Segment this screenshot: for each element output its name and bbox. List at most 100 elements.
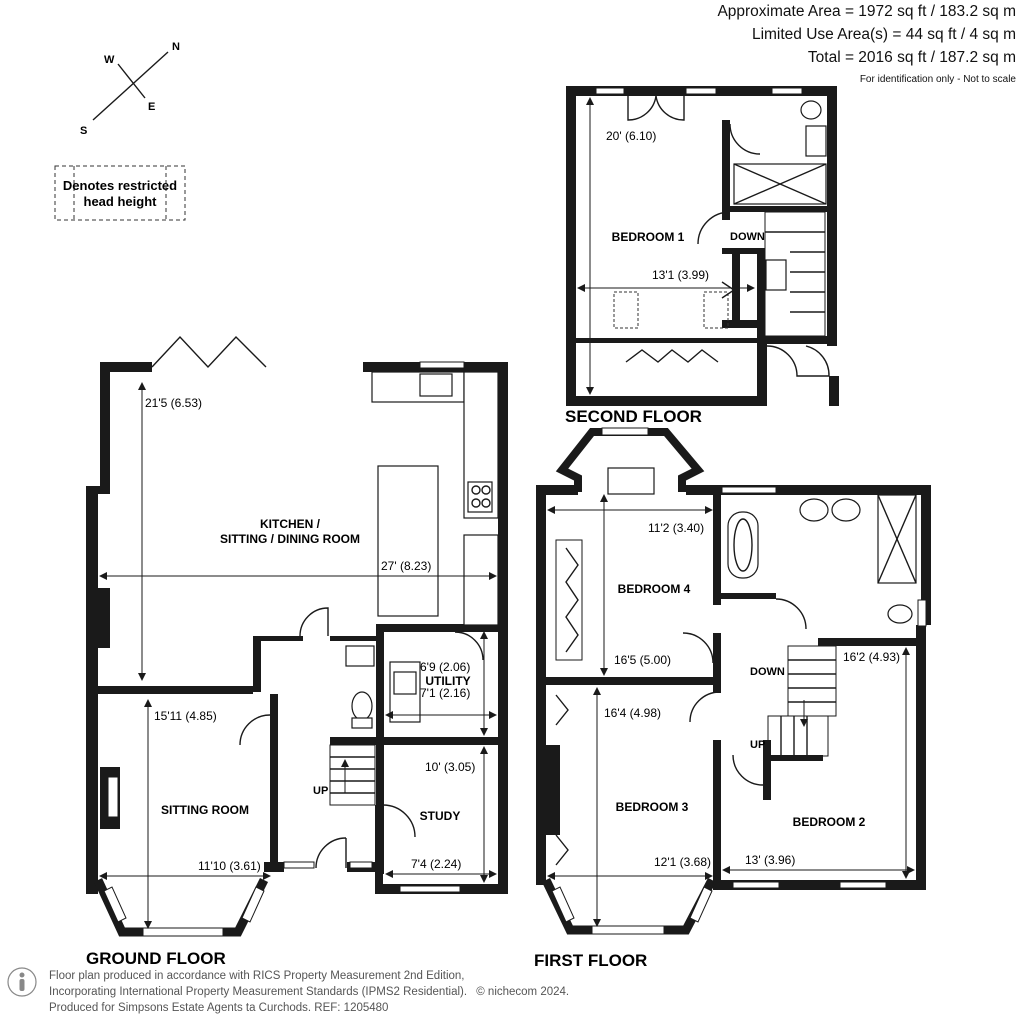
wall [722,320,757,328]
bed1-height-dim: 20' (6.10) [606,129,656,143]
bathtub [727,511,759,579]
basin [831,498,861,522]
wall [722,120,730,220]
wall [253,636,303,641]
kitchen-width-dim: 27' (8.23) [381,559,431,573]
bed3-height-dim: 16'4 (4.98) [604,706,661,720]
bedroom4-label: BEDROOM 4 [618,582,691,596]
footer-copyright: © nichecom 2024. [476,986,570,998]
bedroom2-label: BEDROOM 2 [793,815,866,829]
wall [270,694,278,872]
second-stairs [764,211,826,337]
bed2-height-dim: 16'2 (4.93) [843,650,900,664]
ground-stairs-up: UP [313,785,328,797]
wall [566,86,576,406]
chimney-breast [96,588,110,648]
second-floor-title: SECOND FLOOR [565,407,702,426]
wall [721,593,776,599]
eaves-wall [576,338,757,343]
approximate-area: Approximate Area = 1972 sq ft / 183.2 sq… [717,3,1016,20]
bed3-width-dim: 12'1 (3.68) [654,855,711,869]
wall [713,495,721,605]
wall [829,376,839,406]
study-label: STUDY [420,809,461,823]
basin [805,125,827,157]
restricted-area [613,291,639,329]
wall [330,737,376,745]
wall [921,485,931,625]
utility-width-dim-1: 6'9 (2.06) [420,660,470,674]
utility-label: UTILITY [425,674,470,688]
compass-ns-line [92,51,169,121]
wall [757,336,767,406]
wall [546,677,721,685]
wall [757,336,837,344]
wardrobe-bed4 [565,547,579,653]
wall [498,362,508,894]
first-floor-plan [536,427,931,935]
wall [384,737,498,745]
wall [86,486,98,894]
chimney-breast [546,745,560,835]
bed4-height-dim: 16'5 (5.00) [614,653,671,667]
toilet [887,604,913,624]
wall [722,206,827,212]
study-width-dim: 7'4 (2.24) [411,857,461,871]
kitchen-island [377,465,439,617]
footer-line-2: Incorporating International Property Mea… [49,986,569,998]
sitting-width-dim: 11'10 (3.61) [198,859,261,873]
wall [253,636,261,692]
wall [100,362,152,372]
wall [566,396,766,406]
footer-rics-text: Incorporating International Property Mea… [49,986,468,998]
wall [375,805,383,884]
compass-e: E [148,101,155,113]
legend-line-2: head height [84,194,158,209]
first-stairs-up: UP [750,739,765,751]
bedroom1-label: BEDROOM 1 [612,230,685,244]
bed4-width-dim: 11'2 (3.40) [648,521,704,535]
first-stairs-down: DOWN [750,666,785,678]
wall [763,755,823,761]
wall [376,624,384,874]
ground-stairs [329,744,376,806]
compass: N S E W [80,41,180,137]
wall [757,248,765,338]
wall [330,636,380,641]
disclaimer-note: For identification only - Not to scale [859,74,1016,85]
sitting-room-label: SITTING ROOM [161,803,249,817]
wall [713,740,721,890]
kitchen-label-2: SITTING / DINING ROOM [220,532,360,546]
study-height-dim: 10' (3.05) [425,760,475,774]
wall [916,625,926,890]
wall [98,686,253,694]
chimney-recess [607,467,655,495]
legend-line-1: Denotes restricted [63,178,177,193]
ground-floor-title: GROUND FLOOR [86,949,226,968]
second-stairs-down: DOWN [730,231,765,243]
compass-w: W [104,54,115,66]
wall [818,638,923,646]
bed2-width-dim: 13' (3.96) [745,853,795,867]
basin [799,498,829,522]
wall [827,86,837,346]
eaves-doors [625,349,719,363]
toilet [351,691,373,721]
utility-width-dim-2: 7'1 (2.16) [420,686,470,700]
compass-n: N [172,41,180,53]
wall [713,633,721,693]
compass-s: S [80,125,87,137]
utility-sink [393,671,417,695]
sitting-height-dim: 15'11 (4.85) [154,709,217,723]
basin [345,645,375,667]
kitchen-sink [419,373,453,397]
first-floor-title: FIRST FLOOR [534,951,647,970]
wall [722,248,765,254]
limited-use-area: Limited Use Area(s) = 44 sq ft / 4 sq m [751,26,1016,43]
wall [686,485,931,495]
wardrobe-bed3 [555,694,569,726]
wall [536,485,578,495]
kitchen-height-dim: 21'5 (6.53) [145,396,202,410]
wall [376,624,498,632]
